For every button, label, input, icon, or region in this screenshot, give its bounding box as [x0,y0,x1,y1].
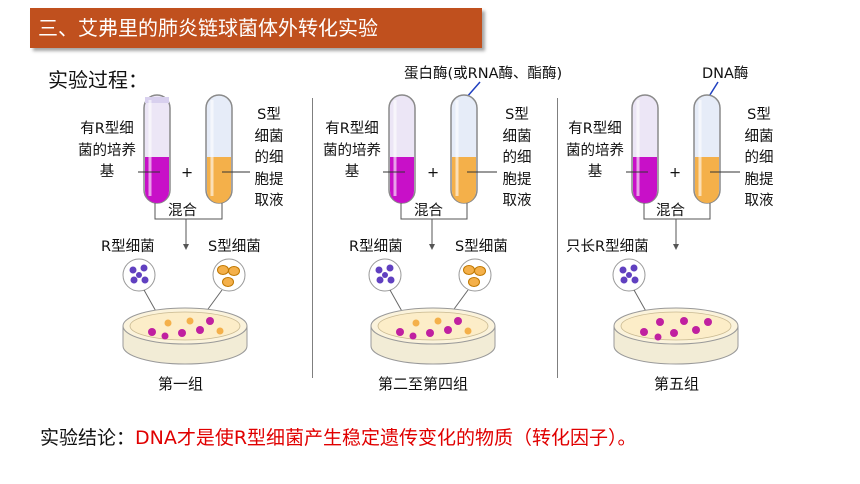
group-caption: 第五组 [654,375,700,393]
petri-dish [613,307,739,365]
group-1-diagram [122,94,250,365]
group-divider-2 [557,98,558,378]
enzyme-label: DNA酶 [702,66,749,82]
section-title: 三、艾弗里的肺炎链球菌体外转化实验 [30,8,482,48]
plus-sign: + [181,165,194,181]
extract-tube [205,94,233,204]
extract-tube [693,94,721,204]
group-3-diagram [612,81,740,365]
r-bacteria-label: R型细菌 [101,239,155,255]
conclusion: 实验结论：DNA才是使R型细菌产生稳定遗传变化的物质（转化因子）。 [40,423,637,450]
r-bacteria-label: 只长R型细菌 [566,239,649,255]
conclusion-body: DNA才是使R型细菌产生稳定遗传变化的物质（转化因子）。 [135,427,637,449]
medium-label: 有R型细菌的培养基 [323,121,381,180]
mix-label: 混合 [414,203,443,219]
conclusion-prefix: 实验结论： [40,427,136,449]
s-bacteria-bubble [458,258,492,292]
medium-tube [388,94,416,204]
group-caption: 第二至第四组 [378,375,469,393]
extract-label: S型细菌的细胞提取液 [502,107,532,209]
medium-tube [631,94,659,204]
s-bacteria-label: S型细菌 [455,239,508,255]
r-bacteria-bubble [612,258,646,292]
medium-tube [143,94,171,204]
r-bacteria-label: R型细菌 [349,239,403,255]
s-bacteria-bubble [212,258,246,292]
process-label: 实验过程： [48,68,148,92]
medium-label: 有R型细菌的培养基 [78,121,136,180]
r-bacteria-bubble [368,258,402,292]
extract-label: S型细菌的细胞提取液 [254,107,284,209]
plus-sign: + [669,165,682,181]
plus-sign: + [427,165,440,181]
r-bacteria-bubble [122,258,156,292]
extract-tube [450,94,478,204]
extract-label: S型细菌的细胞提取液 [744,107,774,209]
group-divider-1 [312,98,313,378]
group-2-diagram [368,81,497,365]
mix-label: 混合 [656,203,685,219]
petri-dish [370,307,496,365]
group-caption: 第一组 [158,375,204,393]
s-bacteria-label: S型细菌 [208,239,261,255]
enzyme-label: 蛋白酶(或RNA酶、酯酶) [404,66,563,82]
medium-label: 有R型细菌的培养基 [566,121,624,180]
mix-label: 混合 [168,203,197,219]
petri-dish [122,307,248,365]
